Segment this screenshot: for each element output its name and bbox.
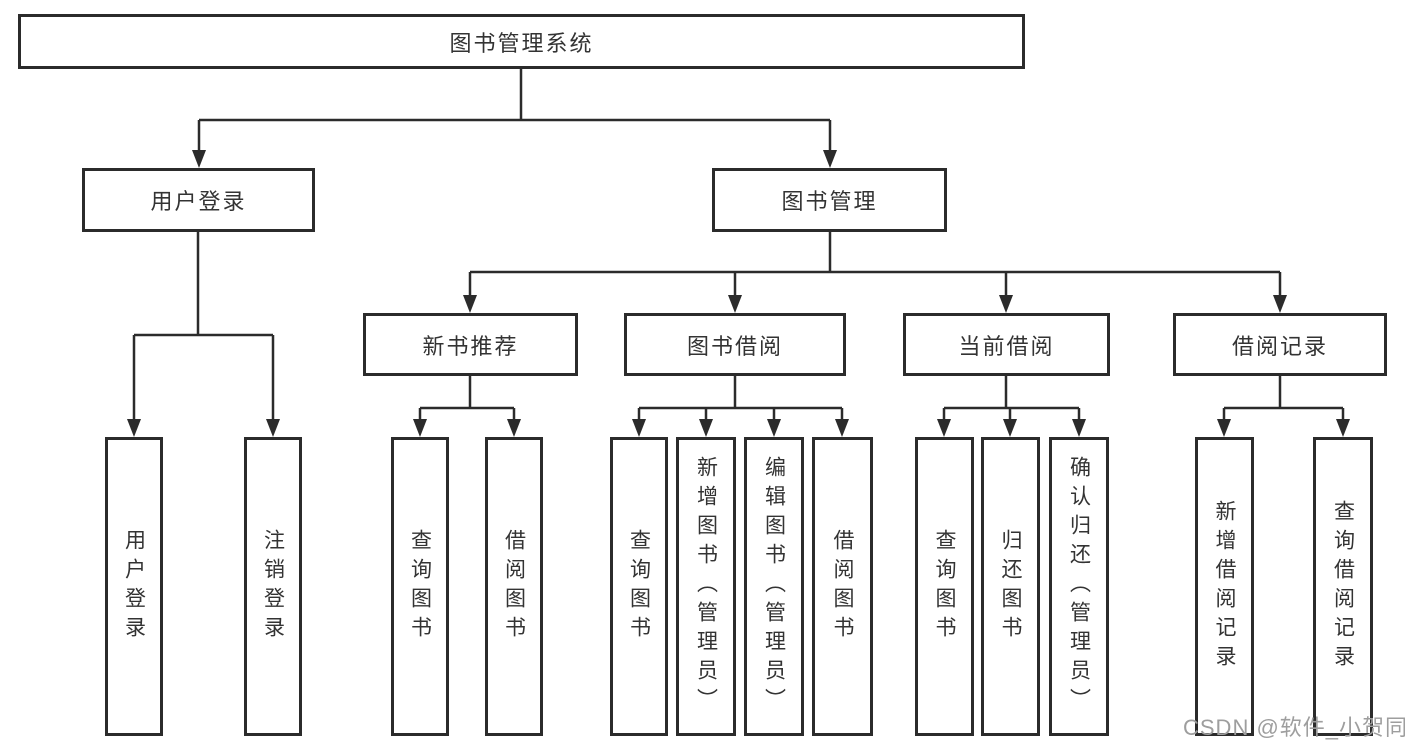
leaf-recommend-query-books-label: 查询图书 bbox=[408, 528, 432, 645]
leaf-current-query-books: 查询图书 bbox=[915, 437, 974, 736]
leaf-user-login: 用户登录 bbox=[105, 437, 163, 736]
leaf-current-return-books: 归还图书 bbox=[981, 437, 1040, 736]
node-book-management-label: 图书管理 bbox=[781, 189, 878, 214]
node-book-management: 图书管理 bbox=[712, 168, 947, 232]
leaf-borrowing-borrow-books: 借阅图书 bbox=[812, 437, 873, 736]
leaf-borrowing-query-books: 查询图书 bbox=[610, 437, 668, 736]
leaf-current-confirm-return-admin: 确认归还（管理员） bbox=[1049, 437, 1109, 736]
leaf-recommend-borrow-books: 借阅图书 bbox=[485, 437, 543, 736]
leaf-borrowing-borrow-books-label: 借阅图书 bbox=[831, 528, 854, 645]
node-new-book-recommend: 新书推荐 bbox=[363, 313, 578, 376]
node-root-label: 图书管理系统 bbox=[449, 30, 594, 56]
leaf-records-add-record: 新增借阅记录 bbox=[1195, 437, 1254, 736]
node-borrowing-records: 借阅记录 bbox=[1173, 313, 1387, 376]
leaf-borrowing-add-books-admin-label: 新增图书（管理员） bbox=[694, 456, 718, 717]
node-current-borrowing: 当前借阅 bbox=[903, 313, 1110, 376]
leaf-borrowing-add-books-admin: 新增图书（管理员） bbox=[676, 437, 736, 736]
node-current-borrowing-label: 当前借阅 bbox=[958, 333, 1055, 359]
node-user-login: 用户登录 bbox=[82, 168, 315, 232]
node-book-borrowing-label: 图书借阅 bbox=[686, 333, 783, 359]
node-root: 图书管理系统 bbox=[18, 14, 1025, 69]
leaf-current-confirm-return-admin-label: 确认归还（管理员） bbox=[1067, 456, 1091, 717]
leaf-recommend-borrow-books-label: 借阅图书 bbox=[502, 528, 526, 645]
leaf-current-query-books-label: 查询图书 bbox=[933, 528, 956, 645]
leaf-borrowing-edit-books-admin: 编辑图书（管理员） bbox=[744, 437, 804, 736]
node-book-borrowing: 图书借阅 bbox=[624, 313, 846, 376]
leaf-borrowing-edit-books-admin-label: 编辑图书（管理员） bbox=[762, 456, 786, 717]
node-borrowing-records-label: 借阅记录 bbox=[1231, 333, 1328, 359]
leaf-records-query-record: 查询借阅记录 bbox=[1313, 437, 1373, 736]
leaf-user-login-label: 用户登录 bbox=[122, 528, 146, 645]
csdn-watermark: CSDN @软件_小贺同学 bbox=[1183, 715, 1405, 740]
node-new-book-recommend-label: 新书推荐 bbox=[422, 333, 519, 359]
leaf-logout-label: 注销登录 bbox=[261, 528, 285, 645]
leaf-records-query-record-label: 查询借阅记录 bbox=[1331, 499, 1355, 674]
leaf-logout: 注销登录 bbox=[244, 437, 302, 736]
node-user-login-label: 用户登录 bbox=[150, 189, 247, 214]
leaf-current-return-books-label: 归还图书 bbox=[999, 528, 1022, 645]
leaf-recommend-query-books: 查询图书 bbox=[391, 437, 449, 736]
leaf-borrowing-query-books-label: 查询图书 bbox=[627, 528, 651, 645]
leaf-records-add-record-label: 新增借阅记录 bbox=[1213, 499, 1236, 674]
